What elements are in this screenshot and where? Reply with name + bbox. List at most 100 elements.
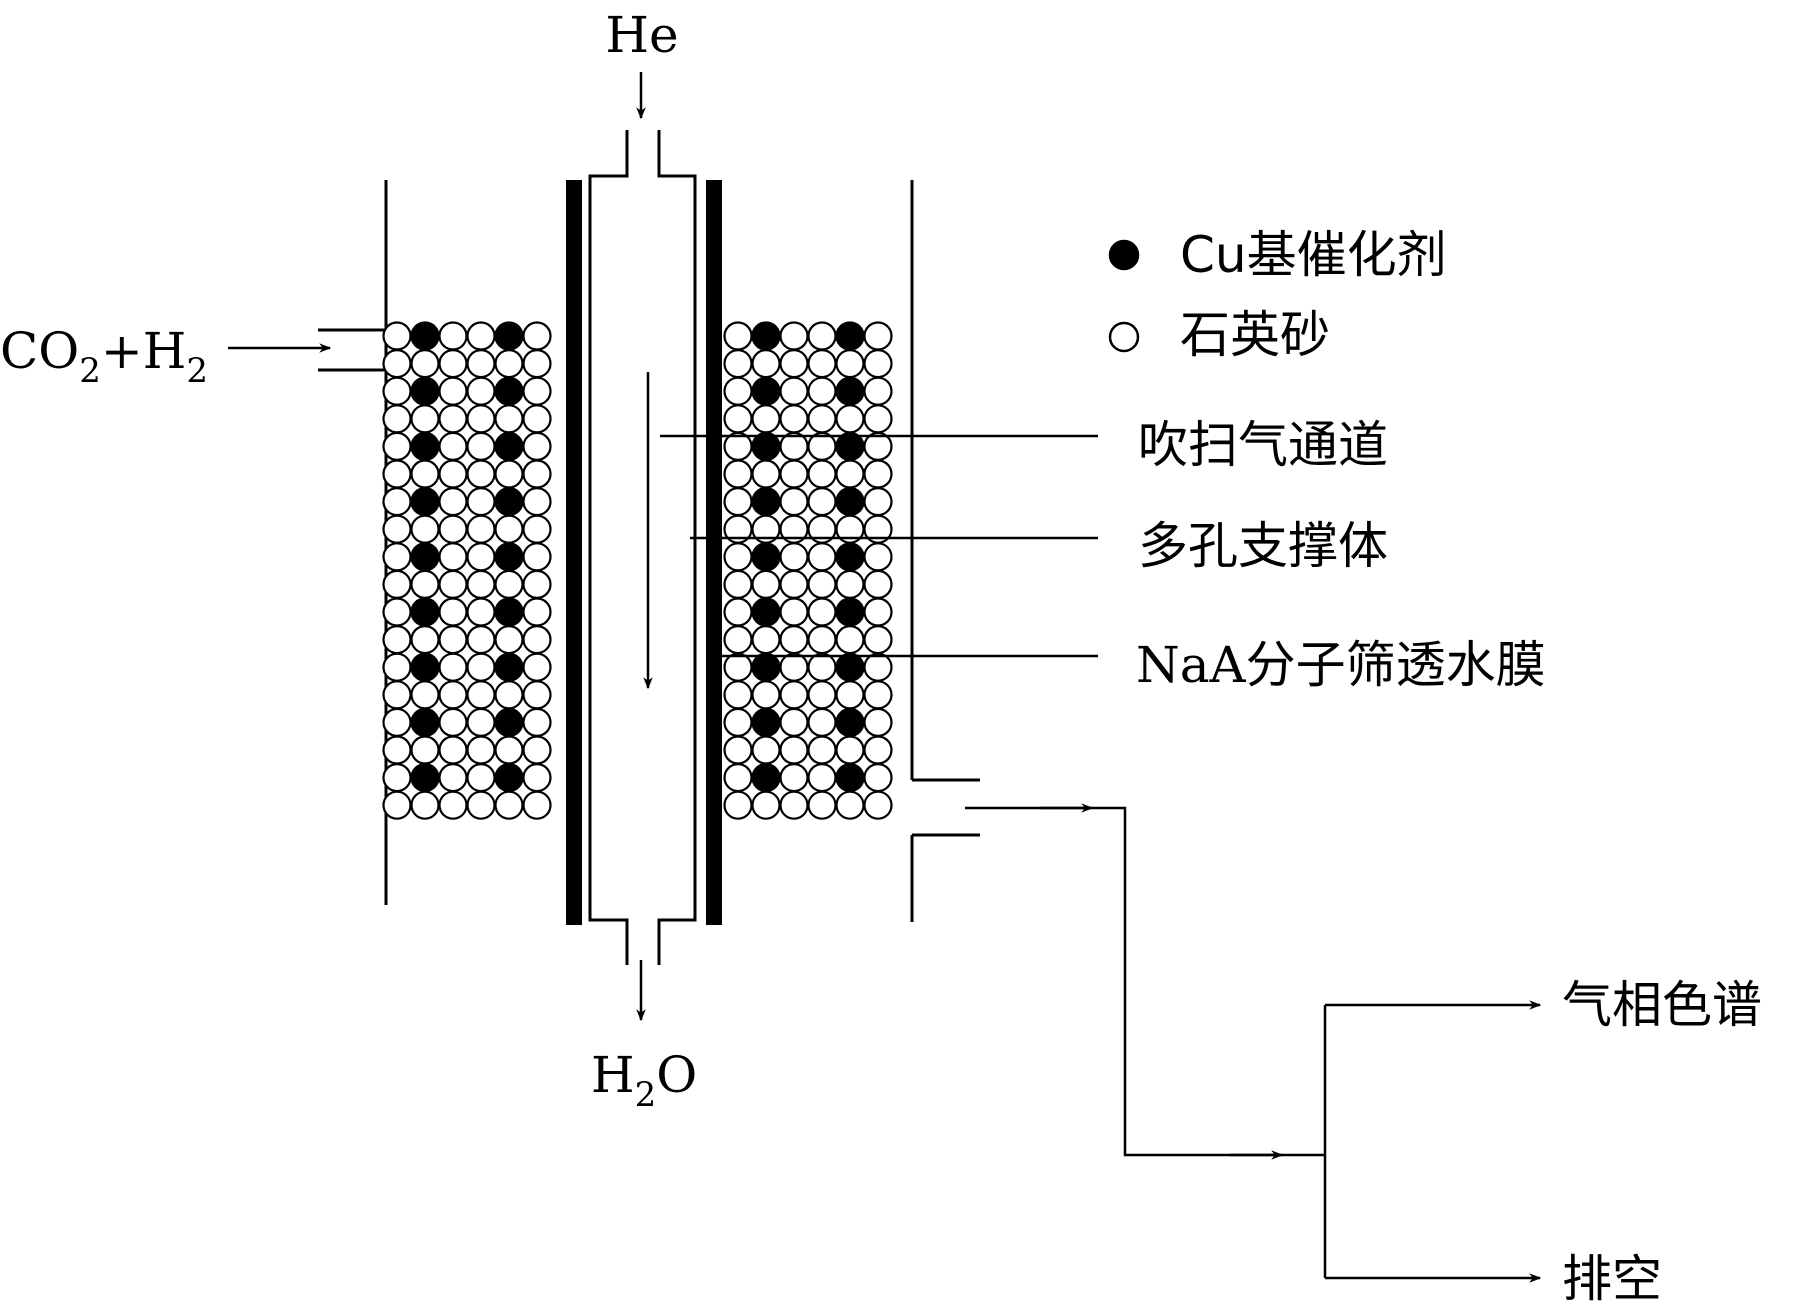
product-line [965,806,1325,1157]
feed-inlet-pipe [318,328,386,372]
quartz-sand-particle [779,762,809,793]
legend-catalyst-symbol [1108,239,1140,271]
quartz-sand-particle [807,762,837,793]
catalyst-particle [410,762,440,793]
quartz-sand-particle [466,404,496,434]
quartz-sand-particle [410,349,440,379]
catalyst-particle [751,652,781,682]
quartz-sand-particle [863,542,893,572]
quartz-sand-particle [807,597,837,627]
catalyst-particle [410,597,440,627]
quartz-sand-particle [382,735,412,765]
quartz-sand-particle [723,762,753,793]
quartz-sand-particle [779,542,809,572]
quartz-sand-particle [438,459,468,489]
quartz-sand-particle [779,459,809,489]
legend: Cu基催化剂 石英砂 [1108,226,1447,364]
packed-bed-right [723,321,893,820]
quartz-sand-particle [779,652,809,682]
quartz-sand-particle [466,707,496,738]
quartz-sand-particle [466,569,496,600]
catalyst-particle [751,597,781,627]
quartz-sand-particle [466,487,496,517]
quartz-sand-particle [382,624,412,655]
quartz-sand-particle [807,652,837,682]
quartz-sand-particle [466,790,496,820]
quartz-sand-particle [807,735,837,765]
legend-catalyst-label: Cu基催化剂 [1180,226,1447,284]
quartz-sand-particle [410,514,440,544]
quartz-sand-particle [779,404,809,434]
quartz-sand-particle [522,349,552,379]
quartz-sand-particle [522,680,552,710]
quartz-sand-particle [807,624,837,655]
quartz-sand-particle [863,459,893,489]
quartz-sand-particle [466,762,496,793]
quartz-sand-particle [863,569,893,600]
quartz-sand-particle [723,680,753,710]
catalyst-particle [494,321,524,351]
legend-sand-symbol [1108,321,1140,353]
gc-label: 气相色谱 [1562,976,1762,1034]
quartz-sand-particle [751,404,781,434]
quartz-sand-particle [494,680,524,710]
quartz-sand-particle [494,569,524,600]
quartz-sand-particle [522,652,552,682]
catalyst-particle [835,652,865,682]
quartz-sand-particle [466,735,496,765]
quartz-sand-particle [522,514,552,544]
catalyst-particle [835,542,865,572]
vent-label: 排空 [1562,1250,1662,1308]
quartz-sand-particle [863,680,893,710]
quartz-sand-particle [382,652,412,682]
quartz-sand-particle [835,569,865,600]
catalyst-particle [494,376,524,406]
quartz-sand-particle [779,569,809,600]
quartz-sand-particle [466,652,496,682]
quartz-sand-particle [438,624,468,655]
quartz-sand-particle [807,542,837,572]
quartz-sand-particle [522,459,552,489]
catalyst-particle [494,542,524,572]
quartz-sand-particle [466,321,496,351]
quartz-sand-particle [410,790,440,820]
quartz-sand-particle [835,680,865,710]
quartz-sand-particle [863,652,893,682]
catalyst-particle [494,762,524,793]
catalyst-particle [410,487,440,517]
quartz-sand-particle [494,735,524,765]
quartz-sand-particle [522,790,552,820]
catalyst-particle [751,487,781,517]
quartz-sand-particle [382,569,412,600]
catalyst-particle [410,321,440,351]
catalyst-particle [494,431,524,461]
quartz-sand-particle [723,349,753,379]
quartz-sand-particle [382,597,412,627]
quartz-sand-particle [466,376,496,406]
quartz-sand-particle [522,735,552,765]
quartz-sand-particle [751,459,781,489]
quartz-sand-particle [863,790,893,820]
quartz-sand-particle [466,431,496,461]
quartz-sand-particle [723,376,753,406]
quartz-sand-particle [835,459,865,489]
quartz-sand-particle [466,680,496,710]
naa-membrane-right [706,180,722,925]
quartz-sand-particle [438,569,468,600]
quartz-sand-particle [522,542,552,572]
catalyst-particle [751,376,781,406]
quartz-sand-particle [863,762,893,793]
quartz-sand-particle [807,707,837,738]
quartz-sand-particle [863,597,893,627]
quartz-sand-particle [863,735,893,765]
quartz-sand-particle [779,321,809,351]
catalyst-particle [494,597,524,627]
quartz-sand-particle [723,487,753,517]
feed-label: CO2+H2 [0,322,208,391]
quartz-sand-particle [751,735,781,765]
quartz-sand-particle [438,735,468,765]
quartz-sand-particle [522,762,552,793]
quartz-sand-particle [835,735,865,765]
quartz-sand-particle [863,487,893,517]
